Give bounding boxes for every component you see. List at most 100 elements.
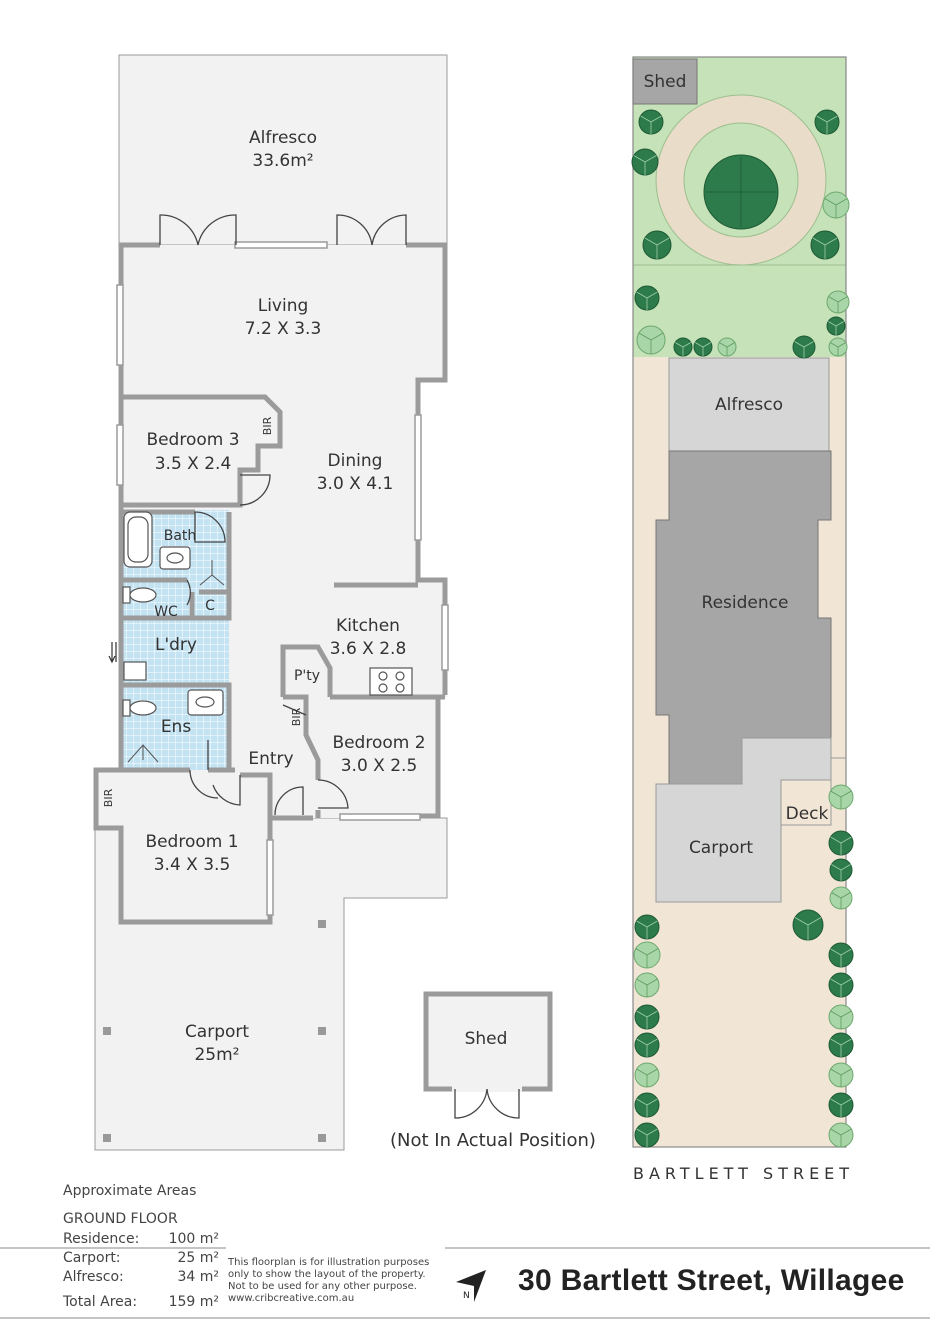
bedroom1-size: 3.4 X 3.5 <box>154 855 231 875</box>
carport-post <box>318 920 326 928</box>
alfresco-size: 33.6m² <box>252 151 313 171</box>
entry-label: Entry <box>248 749 293 769</box>
tree-branch <box>840 1010 852 1018</box>
tree-branch <box>682 342 691 348</box>
living-size: 7.2 X 3.3 <box>245 319 322 339</box>
tree-branch <box>646 1068 658 1076</box>
tree-branch <box>830 1038 842 1046</box>
dining-label: Dining <box>328 451 383 471</box>
area-label: Residence: <box>63 1231 140 1247</box>
tree-branch <box>830 790 842 798</box>
carport-post <box>103 1134 111 1142</box>
disclaimer-line: This floorplan is for illustration purpo… <box>228 1257 430 1268</box>
tree-branch <box>646 1010 658 1018</box>
tree-branch <box>835 198 848 206</box>
tree-branch <box>794 917 809 926</box>
site-shed-label: Shed <box>644 72 687 92</box>
property-address: 30 Bartlett Street, Willagee <box>518 1264 905 1297</box>
tree-branch <box>840 978 852 986</box>
tree-branch <box>830 342 839 348</box>
wc-cistern <box>122 586 131 604</box>
tree-branch <box>837 342 846 348</box>
tree-branch <box>719 342 728 348</box>
laundry-tub <box>123 661 147 681</box>
tree-branch <box>644 155 657 163</box>
tree-branch <box>636 978 648 986</box>
tree-branch <box>656 237 670 246</box>
areas-title: Approximate Areas <box>63 1183 197 1199</box>
area-value: 159 m² <box>168 1294 219 1310</box>
pantry-label: P'ty <box>294 668 320 684</box>
tree-branch <box>840 864 851 871</box>
tree-branch <box>695 342 704 348</box>
tree-branch <box>636 1068 648 1076</box>
carport-post <box>318 1027 326 1035</box>
tree-branch <box>646 920 658 928</box>
tree-branch <box>830 978 842 986</box>
tree-branch <box>636 920 648 928</box>
site-deck-label: Deck <box>786 804 829 824</box>
tree-branch <box>794 341 805 348</box>
site-residence-label: Residence <box>702 593 789 613</box>
ens-toilet-bowl <box>129 700 157 716</box>
disclaimer: This floorplan is for illustration purpo… <box>228 1257 448 1305</box>
bir-label: BIR <box>261 416 274 435</box>
laundry-arrow <box>108 642 117 664</box>
disclaimer-url[interactable]: www.cribcreative.com.au <box>228 1293 355 1304</box>
doors <box>159 214 407 816</box>
bir-label: BIR <box>290 707 303 726</box>
tree-branch <box>840 1038 852 1046</box>
bedroom3-label: Bedroom 3 <box>146 430 239 450</box>
tree-branch <box>638 332 652 341</box>
tree-branch <box>640 115 652 123</box>
tree-branch <box>840 790 852 798</box>
bedroom1-label: Bedroom 1 <box>145 832 238 852</box>
cooktop-burner <box>378 683 388 693</box>
ens-cistern <box>122 699 131 717</box>
area-row-total: Total Area: 159 m² <box>63 1294 219 1310</box>
windows <box>116 241 449 916</box>
area-label: Alfresco: <box>63 1269 124 1285</box>
svg-text:N: N <box>463 1291 470 1301</box>
tree-branch <box>636 1038 648 1046</box>
tree-branch <box>824 237 838 246</box>
tree-branch <box>636 291 648 299</box>
disclaimer-line: Not to be used for any other purpose. <box>228 1281 417 1292</box>
tree-branch <box>837 296 848 303</box>
carport-label: Carport <box>185 1022 249 1042</box>
tree-branch <box>636 1098 648 1106</box>
tree-branch <box>807 917 822 926</box>
carport-post <box>103 1027 111 1035</box>
tree-branch <box>840 1068 852 1076</box>
site-plan <box>631 56 854 1148</box>
tree-branch <box>646 1098 658 1106</box>
cooktop <box>369 667 413 696</box>
tree-branch <box>830 948 842 956</box>
tree-branch <box>636 1128 648 1136</box>
c-label: C <box>205 598 215 614</box>
shower-drains <box>127 560 225 763</box>
bathtub-inner <box>127 516 149 563</box>
area-value: 100 m² <box>168 1231 219 1247</box>
area-label: Carport: <box>63 1250 121 1266</box>
tree-branch <box>646 978 658 986</box>
site-carport <box>655 737 832 903</box>
house-floor <box>95 245 447 922</box>
tree-branch <box>646 948 659 956</box>
disclaimer-line: only to show the layout of the property. <box>228 1269 426 1280</box>
tree-branch <box>831 864 842 871</box>
tree-branch <box>835 321 844 327</box>
area-label: Total Area: <box>63 1294 138 1310</box>
tree-branch <box>828 321 837 327</box>
tree-branch <box>650 332 664 341</box>
living-label: Living <box>258 296 309 316</box>
footer-rules <box>0 1247 930 1319</box>
site-shed <box>632 58 698 105</box>
toilet-bowl <box>129 587 157 603</box>
tree-branch <box>840 1128 852 1136</box>
tree-branch <box>840 892 851 899</box>
tree-branch <box>633 155 646 163</box>
trees <box>631 109 854 1148</box>
area-value: 34 m² <box>177 1269 219 1285</box>
